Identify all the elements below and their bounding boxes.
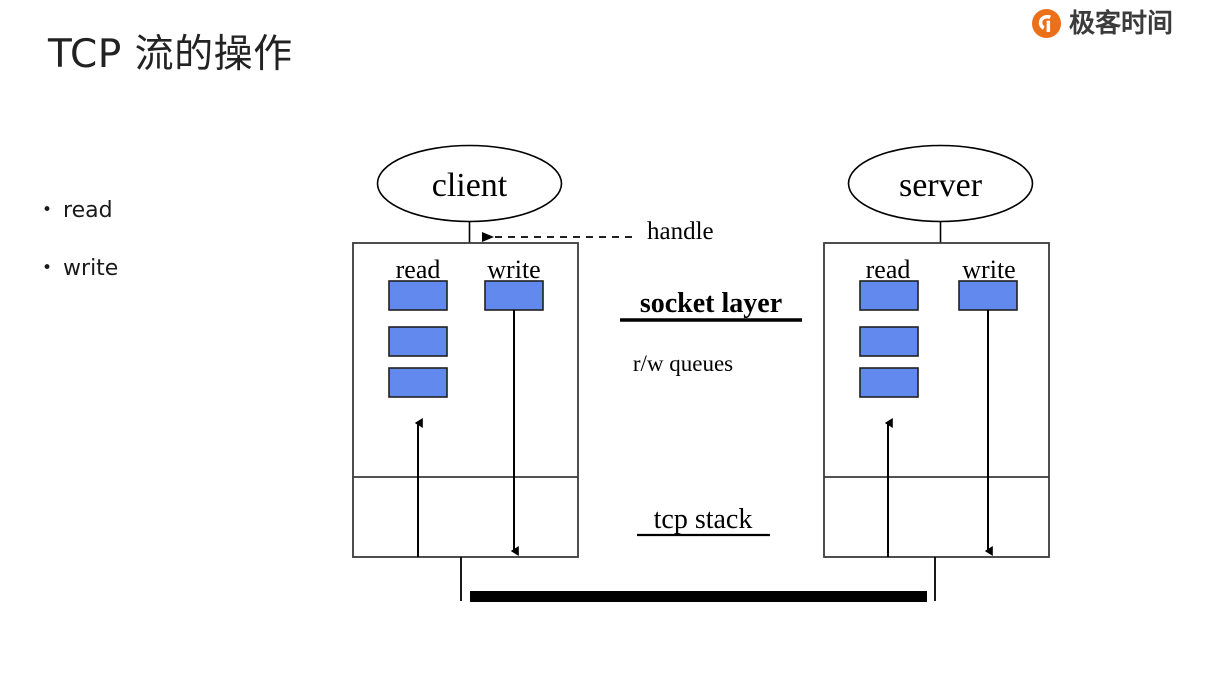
socket-layer-label: socket layer xyxy=(640,288,782,319)
client-stack: client read write xyxy=(352,144,579,601)
client-read-queue-block xyxy=(388,280,448,311)
client-write-label: write xyxy=(487,255,540,284)
handle-label: handle xyxy=(647,218,714,245)
network-medium-bar xyxy=(470,591,927,602)
page-title: TCP 流的操作 xyxy=(48,32,293,77)
rw-queues-label: r/w queues xyxy=(633,351,733,376)
bullet-marker-icon: • xyxy=(42,200,53,220)
server-write-queue-block xyxy=(958,280,1018,311)
server-read-queue-block xyxy=(859,280,919,311)
client-read-queue-block xyxy=(388,367,448,398)
client-write-queue-block xyxy=(484,280,544,311)
list-item: • write xyxy=(42,256,292,282)
center-annotations: socket layer r/w queues tcp stack xyxy=(620,288,802,537)
server-stack-box xyxy=(823,242,1050,558)
server-write-label: write xyxy=(962,255,1015,284)
server-ellipse-label: server xyxy=(899,167,983,204)
server-read-queue-block xyxy=(859,326,919,357)
bullet-marker-icon: • xyxy=(42,258,53,279)
server-stack: server read write xyxy=(823,144,1050,601)
list-item-label: read xyxy=(63,198,113,223)
server-read-queue-block xyxy=(859,367,919,398)
server-read-label: read xyxy=(866,255,911,284)
list-item-label: write xyxy=(63,256,119,282)
tcp-stack-label: tcp stack xyxy=(654,504,753,535)
brand-logo: 极客时间 xyxy=(1031,8,1173,39)
client-read-queue-block xyxy=(388,326,448,357)
client-read-label: read xyxy=(396,255,441,284)
client-ellipse-label: client xyxy=(432,167,508,204)
brand-wordmark: 极客时间 xyxy=(1069,8,1174,39)
handle-annotation: handle xyxy=(482,218,714,245)
geekbang-circle-logo-icon xyxy=(1031,8,1062,39)
list-item: • read xyxy=(42,198,292,224)
client-stack-box xyxy=(352,242,579,558)
bullet-list: • read • write xyxy=(42,198,292,315)
